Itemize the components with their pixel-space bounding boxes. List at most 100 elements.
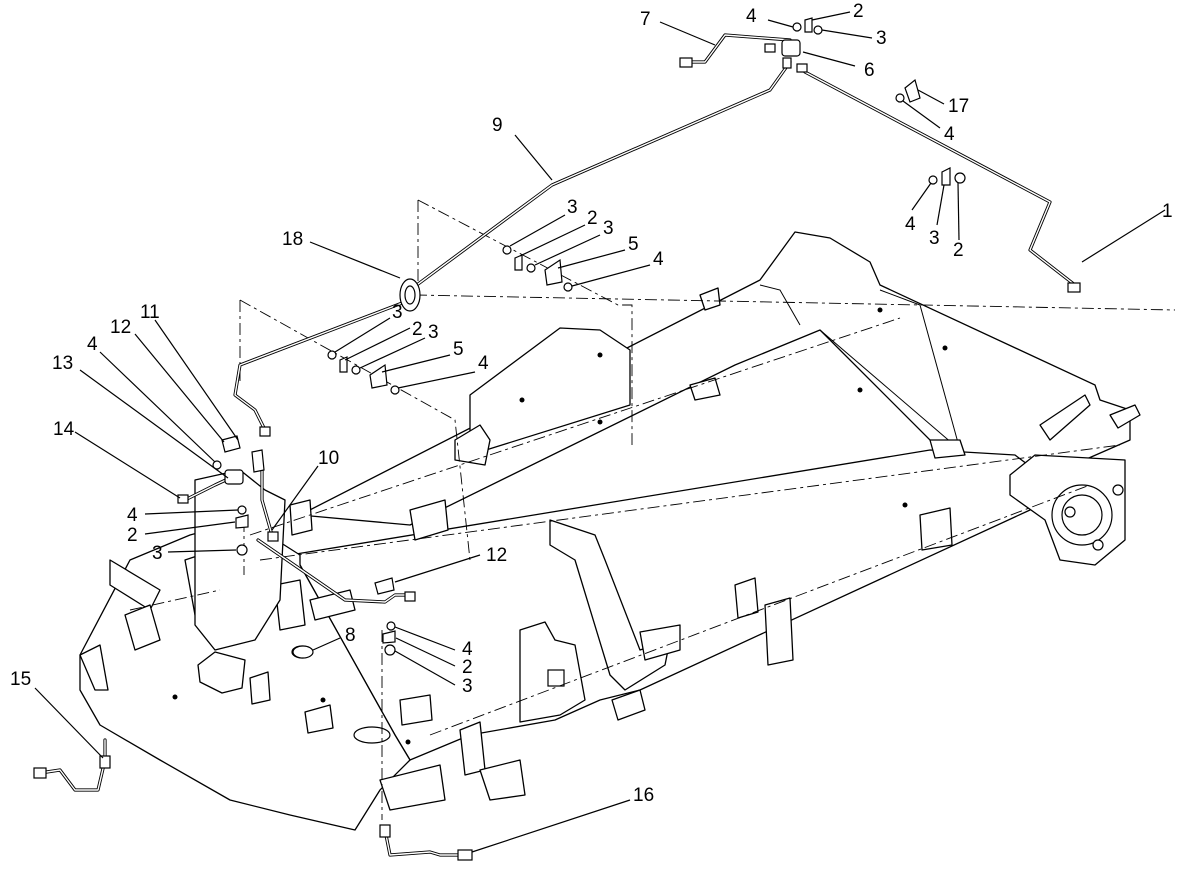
leader-3b xyxy=(936,184,945,226)
leader-3c xyxy=(509,214,566,247)
nut-4 xyxy=(212,460,222,470)
leader-17 xyxy=(917,89,945,105)
callout-14: 14 xyxy=(53,419,75,440)
callout-4: 4 xyxy=(746,6,757,27)
callout-4: 4 xyxy=(127,505,138,526)
deck-bracket xyxy=(79,644,109,691)
callout-13: 13 xyxy=(52,353,73,374)
leader-4g xyxy=(144,509,239,515)
center-upright xyxy=(549,519,671,691)
leader-11 xyxy=(154,319,239,441)
deck-bracket xyxy=(249,671,271,705)
leader-3e xyxy=(334,317,391,353)
leader-lines xyxy=(34,11,1166,853)
end-bracket-bore xyxy=(1061,494,1103,536)
deck-bracket xyxy=(479,759,526,801)
leader-10 xyxy=(271,465,319,531)
leader-3d xyxy=(534,234,601,266)
frame-tab xyxy=(409,499,449,541)
callout-8: 8 xyxy=(345,625,356,646)
callout-3: 3 xyxy=(603,218,614,239)
leader-4h xyxy=(394,626,456,651)
callout-10: 10 xyxy=(318,448,339,469)
clamp-2 xyxy=(339,356,348,373)
phantom-lines xyxy=(129,199,1176,820)
deck-cutout xyxy=(197,651,246,694)
leader-5a xyxy=(557,249,626,269)
callout-16: 16 xyxy=(633,785,654,806)
callout-11: 11 xyxy=(140,302,160,323)
leader-9 xyxy=(514,134,553,181)
clip-11 xyxy=(221,435,241,453)
callout-9: 9 xyxy=(492,115,503,136)
leader-12b xyxy=(394,554,481,583)
hose-item-15 xyxy=(38,738,107,792)
leader-2f xyxy=(395,637,456,667)
callout-4: 4 xyxy=(478,353,489,374)
deck-bracket xyxy=(304,704,334,734)
left-upright-panel xyxy=(194,469,286,651)
frame-tab xyxy=(454,424,491,466)
washer-3 xyxy=(351,365,361,375)
leader-4a xyxy=(767,19,794,28)
deck-bracket xyxy=(274,579,306,631)
nut-4 xyxy=(386,621,396,631)
deck-hole xyxy=(353,726,391,744)
leader-2a xyxy=(811,11,851,21)
phantom-line xyxy=(414,294,1176,311)
callout-3: 3 xyxy=(428,322,439,343)
clamp-3 xyxy=(941,167,951,186)
leader-2c xyxy=(519,224,586,257)
washer-3 xyxy=(384,644,396,656)
fitting-nut xyxy=(796,63,808,73)
leader-3g xyxy=(167,549,237,553)
callout-2: 2 xyxy=(462,657,473,678)
nut-4 xyxy=(792,22,802,32)
frame-tab xyxy=(929,439,966,459)
clip-12 xyxy=(251,449,265,473)
frame-tab xyxy=(689,377,721,401)
fitting-end xyxy=(33,767,47,779)
grommet-bore xyxy=(404,285,416,305)
clamp-2 xyxy=(235,514,249,529)
callout-5: 5 xyxy=(453,339,464,360)
phantom-line xyxy=(239,299,471,561)
leader-8 xyxy=(312,637,341,651)
tee-fitting-13 xyxy=(224,469,244,485)
callout-18: 18 xyxy=(282,229,303,250)
callout-15: 15 xyxy=(10,669,31,690)
fitting-nut xyxy=(764,43,776,53)
washer-3 xyxy=(236,544,248,556)
clip-17 xyxy=(904,78,921,103)
callout-4: 4 xyxy=(905,214,916,235)
leader-18 xyxy=(309,241,401,279)
callout-2: 2 xyxy=(587,208,598,229)
frame-tab xyxy=(699,287,721,311)
callout-6: 6 xyxy=(864,60,875,81)
callout-3: 3 xyxy=(392,302,403,323)
callout-7: 7 xyxy=(640,9,651,30)
frame-tab xyxy=(1039,394,1091,441)
callout-2: 2 xyxy=(853,1,864,22)
callout-labels: 1 2 2 2 2 2 2 3 3 3 3 3 3 3 3 4 4 4 4 4 … xyxy=(10,1,1173,806)
fitting-end xyxy=(679,57,693,68)
fitting-nut xyxy=(782,57,792,69)
end-bracket-bolt xyxy=(1092,539,1104,551)
callout-3: 3 xyxy=(567,197,578,218)
leader-3f xyxy=(359,337,426,369)
leader-3a xyxy=(821,29,873,39)
leader-12a xyxy=(134,333,225,443)
phantom-line xyxy=(429,484,1091,736)
callout-4: 4 xyxy=(87,334,98,355)
callout-2: 2 xyxy=(953,240,964,261)
callout-2: 2 xyxy=(412,319,423,340)
leader-4d xyxy=(571,264,651,287)
clamp-2 xyxy=(804,17,813,33)
grommet-8 xyxy=(292,645,314,659)
leader-2b xyxy=(957,182,960,241)
leader-1 xyxy=(1081,209,1166,263)
callout-4: 4 xyxy=(653,249,664,270)
leader-13 xyxy=(79,369,229,479)
deck-step xyxy=(379,764,446,811)
